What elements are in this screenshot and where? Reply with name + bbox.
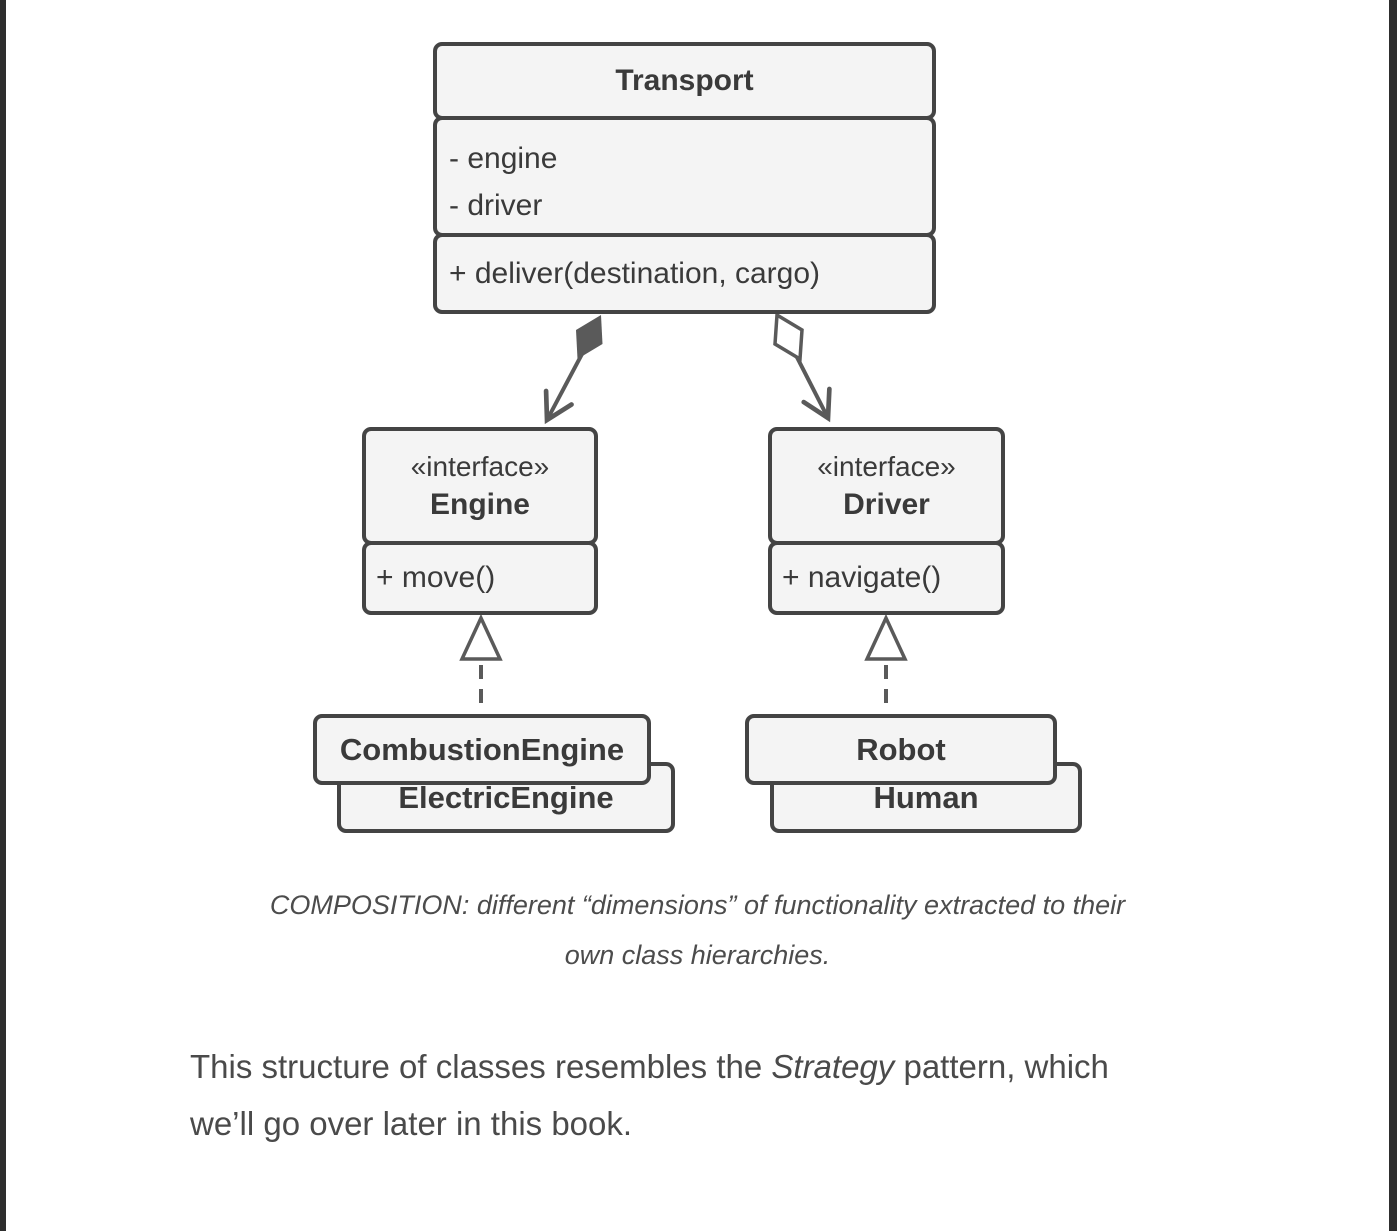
aggregation-diamond-icon: [773, 312, 804, 362]
interface-methods-driver: + navigate(): [768, 541, 1005, 615]
method-navigate: + navigate(): [782, 561, 942, 594]
body-paragraph: This structure of classes resembles the …: [190, 1038, 1250, 1152]
field-driver: - driver: [449, 189, 543, 222]
interface-header-driver: «interface» Driver: [768, 427, 1005, 545]
interface-box-driver: «interface» Driver + navigate(): [768, 427, 1005, 615]
method-move: + move(): [376, 561, 496, 594]
interface-title-driver: Driver: [843, 487, 930, 521]
interface-header-engine: «interface» Engine: [362, 427, 598, 545]
right-edge-bar: [1389, 0, 1397, 1231]
class-box-transport: Transport - engine - driver + deliver(de…: [433, 42, 936, 314]
paragraph-line-1: This structure of classes resembles the …: [190, 1038, 1250, 1095]
class-fields-transport: - engine - driver: [433, 116, 936, 237]
stereotype-label: «interface»: [410, 450, 550, 482]
class-box-combustion-engine: CombustionEngine: [313, 714, 651, 785]
interface-title-engine: Engine: [429, 487, 530, 521]
diagram-connectors: [459, 312, 908, 712]
paragraph-text: This structure of classes resembles the: [190, 1048, 772, 1085]
caption-line-2: own class hierarchies.: [564, 940, 831, 970]
paragraph-italic-strategy: Strategy: [771, 1048, 895, 1085]
method-deliver: + deliver(destination, cargo): [449, 256, 821, 290]
class-methods-transport: + deliver(destination, cargo): [433, 233, 936, 314]
interface-methods-engine: + move(): [362, 541, 598, 615]
paragraph-text: pattern, which: [894, 1048, 1109, 1085]
field-engine: - engine: [449, 142, 558, 175]
paragraph-line-2: we’ll go over later in this book.: [190, 1105, 633, 1142]
stereotype-label: «interface»: [817, 450, 956, 482]
composition-diamond-icon: [576, 315, 603, 359]
class-box-robot: Robot: [745, 714, 1057, 785]
realization-triangle-driver-icon: [864, 613, 908, 661]
realization-triangle-engine-icon: [459, 613, 503, 661]
left-edge-bar: [0, 0, 6, 1231]
interface-box-engine: «interface» Engine + move(): [362, 427, 598, 615]
class-title-transport: Transport: [433, 42, 936, 120]
uml-class-diagram: Transport - engine - driver + deliver(de…: [313, 42, 1082, 833]
caption-line-1: COMPOSITION: different “dimensions” of f…: [269, 890, 1126, 920]
figure-caption: COMPOSITION: different “dimensions” of f…: [6, 880, 1389, 980]
